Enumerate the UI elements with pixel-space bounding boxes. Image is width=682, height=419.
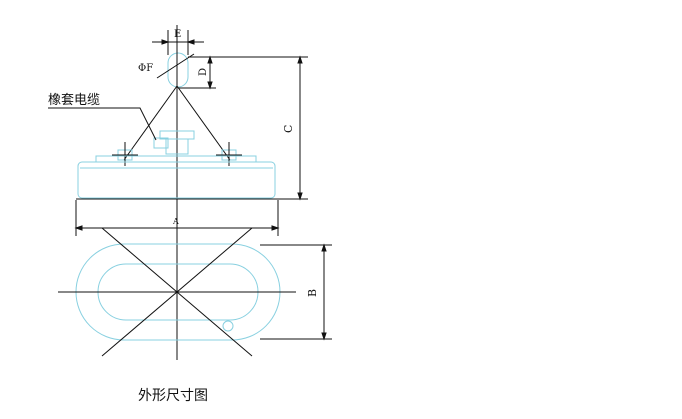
label-f: ΦF	[138, 63, 153, 74]
top-view	[58, 227, 296, 357]
diagonal-2	[101, 227, 253, 357]
label-a: A	[172, 217, 179, 226]
cable-box	[153, 137, 169, 149]
drawing-caption: 外形尺寸图	[138, 388, 208, 404]
rubber-cable-label: 橡套电缆	[48, 92, 100, 108]
top-plate	[95, 155, 257, 163]
side-view	[76, 25, 278, 360]
cable-leader	[48, 107, 157, 141]
chain-left	[123, 85, 178, 161]
label-b: B	[306, 289, 319, 297]
center-hub	[165, 138, 189, 155]
magnet-body	[77, 161, 276, 199]
cable-outlet	[222, 320, 234, 332]
chain-right	[176, 85, 231, 161]
label-e: E	[174, 29, 181, 40]
dimension-lines	[74, 30, 332, 341]
label-c: C	[282, 125, 295, 133]
label-d: D	[198, 68, 209, 76]
ring-diagonal	[156, 53, 195, 79]
lifting-ring	[167, 52, 189, 88]
